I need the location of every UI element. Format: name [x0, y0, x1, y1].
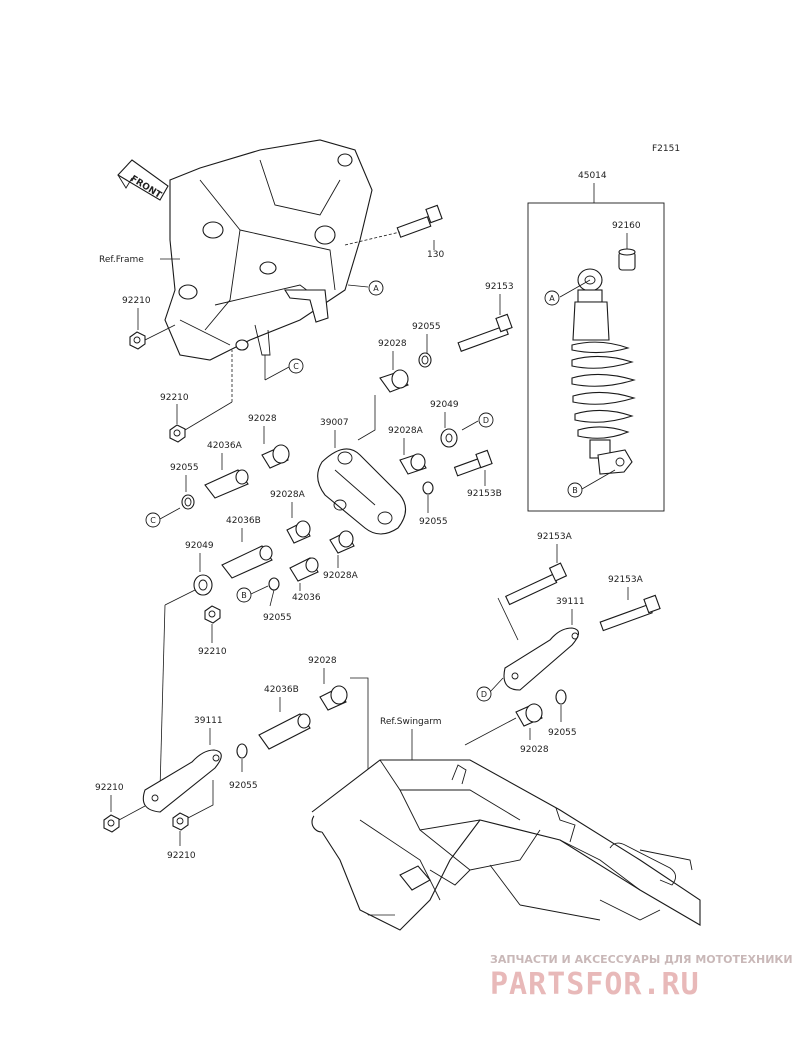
- svg-text:C: C: [150, 516, 156, 525]
- part-92153-bolt: [457, 313, 513, 352]
- label-92153B: 92153B: [467, 489, 502, 499]
- label-39007: 39007: [320, 418, 349, 428]
- shock-absorber: [571, 268, 636, 475]
- label-92055-e: 92055: [229, 781, 258, 791]
- label-42036B-a: 42036B: [226, 516, 261, 526]
- part-92049-b-washer: [193, 574, 213, 596]
- part-92028A-c-bushing: [329, 530, 355, 554]
- part-92153B-bolt: [453, 449, 493, 477]
- label-92049-b: 92049: [185, 541, 214, 551]
- part-92055-e-oring: [236, 743, 248, 759]
- part-130-bolt: [344, 204, 443, 250]
- label-92055-a: 92055: [412, 322, 441, 332]
- svg-text:C: C: [293, 362, 299, 371]
- callout-b-shock: B: [567, 482, 583, 498]
- callout-d-top: D: [478, 412, 494, 428]
- callout-b-link: B: [236, 587, 252, 603]
- nut-92210-a: [129, 324, 176, 350]
- part-92055-f-oring: [555, 689, 567, 705]
- label-92210-c: 92210: [198, 647, 227, 657]
- label-92055-d: 92055: [263, 613, 292, 623]
- label-42036: 42036: [292, 593, 321, 603]
- watermark: ЗАПЧАСТИ И АКСЕССУАРЫ ДЛЯ МОТОТЕХНИКИ PA…: [490, 953, 793, 1002]
- part-92055-b-oring: [181, 494, 195, 510]
- label-92028A-a: 92028A: [388, 426, 424, 436]
- part-92028A-b-bushing: [286, 520, 311, 544]
- label-92153A-a: 92153A: [537, 532, 573, 542]
- label-92210-e: 92210: [167, 851, 196, 861]
- label-92160: 92160: [612, 221, 641, 231]
- label-92028-a: 92028: [378, 339, 407, 349]
- label-92028-b: 92028: [248, 414, 277, 424]
- ref-swingarm-label: Ref.Swingarm: [380, 717, 442, 727]
- part-92049-a-washer: [440, 428, 458, 448]
- nut-92210-d: [103, 814, 120, 833]
- label-92028A-c: 92028A: [323, 571, 359, 581]
- svg-text:A: A: [549, 294, 555, 303]
- label-39111-b: 39111: [194, 716, 223, 726]
- part-92055-d-oring: [268, 577, 280, 591]
- part-92055-a-oring: [418, 352, 432, 368]
- callout-a-frame: A: [368, 280, 384, 296]
- nut-92210-e: [172, 812, 189, 831]
- svg-text:B: B: [572, 486, 578, 495]
- label-130: 130: [427, 250, 444, 260]
- label-45014: 45014: [578, 171, 607, 181]
- label-92055-f: 92055: [548, 728, 577, 738]
- part-39111-b-rod: [142, 749, 222, 813]
- label-92028A-b: 92028A: [270, 490, 306, 500]
- part-39007-link: [317, 448, 407, 535]
- part-92028A-a-bushing: [399, 453, 427, 475]
- front-arrow-icon: FRONT: [117, 159, 169, 201]
- part-92160-collar: [618, 248, 636, 271]
- part-92153A-b-bolt: [599, 594, 661, 632]
- part-42036-collar: [289, 557, 319, 582]
- figure-code: F2151: [652, 144, 680, 154]
- label-92153A-b: 92153A: [608, 575, 644, 585]
- part-92055-c-oring: [422, 481, 434, 495]
- label-92210-d: 92210: [95, 783, 124, 793]
- part-42036B-a-collar: [221, 545, 273, 579]
- label-92049-a: 92049: [430, 400, 459, 410]
- part-92028-d-bushing: [515, 703, 543, 727]
- label-92055-b: 92055: [170, 463, 199, 473]
- label-92028-d: 92028: [520, 745, 549, 755]
- part-92028-c-bushing: [319, 685, 348, 711]
- callout-d-bottom: D: [476, 686, 492, 702]
- part-92028-a-bushing: [379, 369, 409, 393]
- svg-text:D: D: [483, 416, 489, 425]
- part-92153A-a-bolt: [505, 562, 568, 606]
- label-92055-c: 92055: [419, 517, 448, 527]
- label-92210-a: 92210: [122, 296, 151, 306]
- label-92028-c: 92028: [308, 656, 337, 666]
- part-39111-a-rod: [503, 627, 580, 691]
- svg-text:D: D: [481, 690, 487, 699]
- svg-text:A: A: [373, 284, 379, 293]
- nut-92210-c: [204, 605, 221, 624]
- callout-c-frame: C: [288, 358, 304, 374]
- label-92210-b: 92210: [160, 393, 189, 403]
- swingarm-drawing: [311, 759, 701, 931]
- part-42036B-b-collar: [258, 713, 311, 750]
- part-92028-b-bushing: [261, 444, 290, 469]
- watermark-top: ЗАПЧАСТИ И АКСЕССУАРЫ ДЛЯ МОТОТЕХНИКИ: [490, 953, 793, 966]
- label-92153: 92153: [485, 282, 514, 292]
- part-42036A-collar: [204, 469, 249, 499]
- nut-92210-b: [169, 350, 233, 443]
- watermark-main: PARTSFOR.RU: [490, 967, 700, 1002]
- label-39111-a: 39111: [556, 597, 585, 607]
- label-42036B-b: 42036B: [264, 685, 299, 695]
- svg-text:B: B: [241, 591, 247, 600]
- callout-c-left: C: [145, 512, 161, 528]
- callout-a-shock: A: [544, 290, 560, 306]
- shock-bracket-box: [527, 202, 665, 512]
- label-42036A: 42036A: [207, 441, 243, 451]
- ref-frame-label: Ref.Frame: [99, 255, 144, 265]
- frame-drawing: FRONT Ref.Frame: [99, 139, 373, 361]
